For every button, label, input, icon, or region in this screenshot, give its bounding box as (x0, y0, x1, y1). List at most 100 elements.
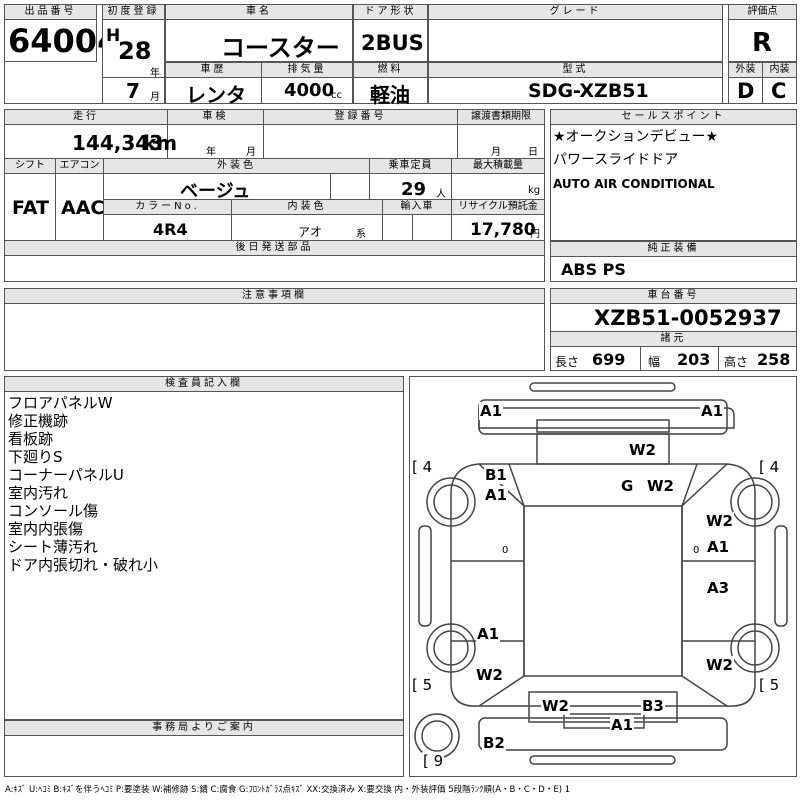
mark-a1-rear: A1 (610, 716, 635, 734)
mark-a1-right: A1 (706, 538, 731, 556)
inspector-line-3: 看板跡 (8, 430, 54, 448)
notes-label: 注意事項欄 (4, 288, 545, 304)
inspector-line-7: コンソール傷 (8, 502, 99, 520)
length-label: 長さ (555, 355, 580, 369)
interior-cell (762, 77, 797, 104)
model-cell (428, 77, 723, 104)
history-cell (165, 77, 262, 104)
reg-month-unit: 月 (150, 92, 160, 103)
ac-label: エアコン (55, 158, 104, 174)
inspector-section (4, 376, 404, 720)
width-label: 幅 (648, 355, 661, 369)
equipment-label: 純正装備 (550, 241, 797, 257)
tyre-front-left: [ 4 (411, 458, 434, 476)
mark-b2: B2 (482, 734, 506, 752)
mark-a1-front-left: A1 (479, 402, 504, 420)
inspector-notes: フロアパネルW 修正機跡 看板跡 下廻りS コーナーパネルU 室内汚れ コンソー… (8, 394, 158, 574)
tyre-front-right: [ 4 (758, 458, 781, 476)
mark-zero-right: 0 (693, 545, 700, 556)
displacement-cell (261, 77, 353, 104)
history-label: 車歴 (165, 62, 262, 78)
interior-label: 内装 (762, 62, 797, 78)
inspector-line-10: ドア内張切れ・破れ小 (8, 556, 159, 574)
car-name-cell (165, 19, 353, 62)
transfer-day-unit: 日 (528, 147, 538, 158)
later-parts-label: 後日発送部品 (4, 240, 545, 256)
mark-zero-left: 0 (502, 545, 509, 556)
grade-label: グレード (428, 4, 723, 20)
inspection-label: 車検 (167, 109, 264, 125)
mark-a1-left-rear: A1 (476, 625, 501, 643)
length: 699 (592, 350, 626, 369)
legend: A:ｷｽﾞ U:ﾍｺﾐ B:ｷｽﾞを伴うﾍｺﾐ P:要塗装 W:補修跡 S:錆 … (5, 785, 571, 795)
inspection-year-unit: 年 (206, 147, 216, 158)
height: 258 (757, 350, 791, 369)
fuel-cell (353, 77, 428, 104)
sales-point-2: パワースライドドア (553, 152, 679, 168)
mileage: 144,343 (72, 131, 164, 155)
mark-a1-front-right: A1 (700, 402, 725, 420)
chassis-no: XZB51-0052937 (594, 306, 782, 330)
inspector-line-2: 修正機跡 (8, 412, 69, 430)
inspector-line-1: フロアパネルW (8, 394, 113, 412)
tyre-rear-left: [ 5 (411, 676, 434, 694)
interior-color-unit: 系 (356, 229, 366, 240)
import-label: 輸入車 (382, 199, 452, 215)
capacity-label: 乗車定員 (369, 158, 452, 174)
ac: AAC (61, 197, 105, 219)
exterior-label: 外装 (728, 62, 763, 78)
interior-color-label: 内装色 (231, 199, 383, 215)
inspector-line-4: 下廻りS (8, 448, 63, 466)
score-label: 評価点 (728, 4, 797, 20)
inspector-line-6: 室内汚れ (8, 484, 69, 502)
width: 203 (677, 350, 711, 369)
sales-point-3: AUTO AIR CONDITIONAL (553, 177, 715, 191)
mileage-unit: km (143, 131, 178, 155)
mark-w2-right-2: W2 (705, 656, 734, 674)
specs-label: 諸元 (550, 331, 797, 347)
equipment-value: ABS PS (561, 260, 626, 279)
displacement: 4000 (284, 80, 335, 101)
inspector-line-9: シート薄汚れ (8, 538, 99, 556)
capacity-unit: 人 (436, 189, 446, 200)
displacement-unit: cc (331, 90, 342, 101)
inspection-month-unit: 月 (246, 147, 256, 158)
mark-w2-right-1: W2 (705, 512, 734, 530)
mark-g: G (620, 477, 635, 495)
height-label: 高さ (724, 355, 749, 369)
mark-w2-windshield: W2 (628, 441, 657, 459)
mark-w2-right-top: W2 (646, 477, 675, 495)
mark-a1-left-front: A1 (484, 486, 509, 504)
score-cell (728, 19, 797, 62)
transfer-month-unit: 月 (491, 147, 501, 158)
score: R (752, 28, 773, 58)
exterior-color: ベージュ (180, 181, 251, 202)
tyre-rear-right: [ 5 (758, 676, 781, 694)
vehicle-outline-diagram (414, 382, 788, 765)
load-label: 最大積載量 (451, 158, 545, 174)
color-no-label: カラーNo. (103, 199, 232, 215)
reg-month: 7 (126, 79, 140, 103)
inspector-line-5: コーナーパネルU (8, 466, 124, 484)
interior-score: C (771, 79, 787, 103)
recycle-label: リサイクル預託金 (451, 199, 545, 215)
recycle: 17,780 (470, 220, 536, 240)
inspector-line-8: 室内内張傷 (8, 520, 84, 538)
displacement-label: 排気量 (261, 62, 353, 78)
mark-b1: B1 (484, 466, 508, 484)
mark-a3: A3 (706, 579, 731, 597)
fuel: 軽油 (370, 83, 410, 107)
lot-no-label: 出品番号 (4, 4, 97, 20)
reg-no-label: 登録番号 (263, 109, 458, 125)
mileage-label: 走行 (4, 109, 168, 125)
exterior-score: D (737, 79, 755, 103)
sales-point-1: ★オークションデビュー★ (553, 129, 719, 145)
sales-points-section (550, 109, 797, 241)
capacity: 29 (401, 179, 427, 200)
grade-cell (428, 19, 723, 62)
lot-no: 64004 (8, 22, 120, 60)
mark-w2-rear: W2 (541, 697, 570, 715)
door-cell (353, 19, 428, 62)
interior-color: アオ (298, 225, 323, 239)
sales-points-label: セールスポイント (550, 109, 797, 125)
